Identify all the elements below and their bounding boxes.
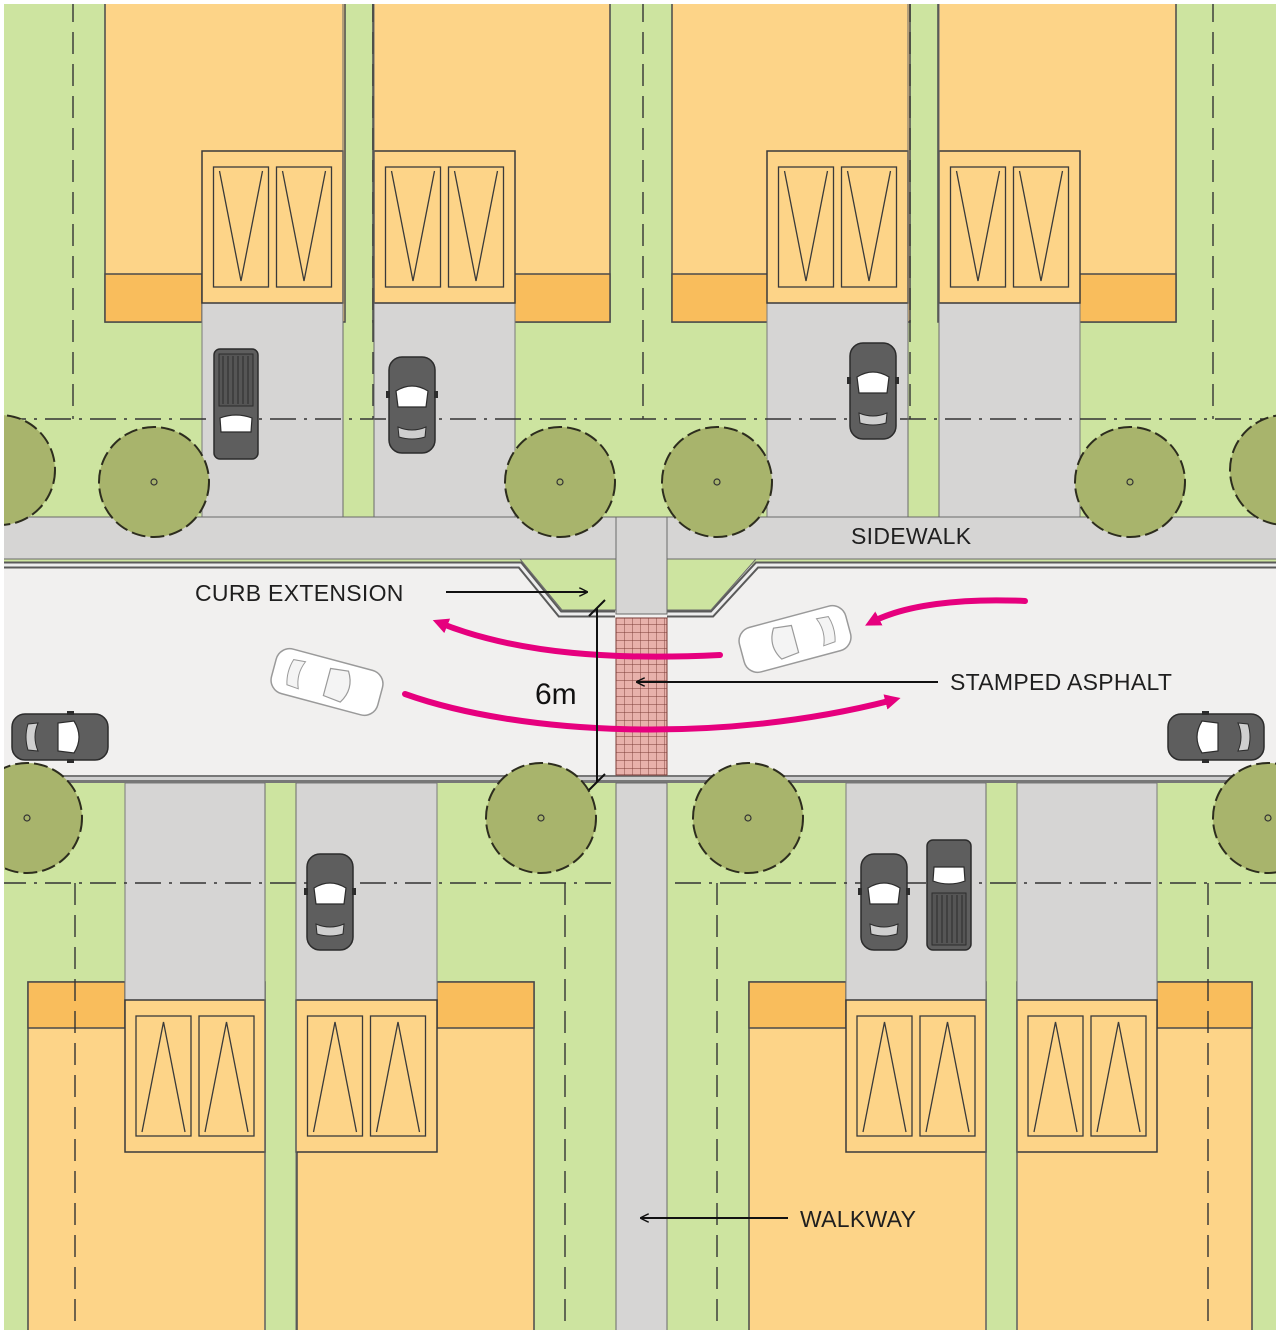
garage-door-mark bbox=[1018, 170, 1064, 282]
crossing-width-label: 6m bbox=[535, 678, 577, 711]
walkway-label: WALKWAY bbox=[800, 1206, 916, 1232]
car bbox=[11, 710, 109, 764]
traffic-arrows bbox=[402, 597, 1028, 733]
stamped-asphalt-label: STAMPED ASPHALT bbox=[950, 669, 1172, 695]
porch bbox=[1078, 273, 1177, 323]
garage-door-mark bbox=[846, 170, 892, 282]
driveway bbox=[124, 782, 266, 1002]
garage-door-mark bbox=[925, 1021, 970, 1133]
driveway bbox=[938, 302, 1081, 519]
garage-door-mark bbox=[218, 170, 264, 282]
pickup-truck bbox=[926, 839, 972, 951]
stamped-asphalt-crossing bbox=[615, 617, 668, 776]
tree bbox=[661, 426, 773, 538]
garage-door-mark bbox=[375, 1021, 421, 1133]
porch bbox=[512, 273, 611, 323]
sidewalk-label: SIDEWALK bbox=[851, 523, 972, 549]
garage-door-mark bbox=[204, 1021, 249, 1133]
garage-door-mark bbox=[783, 170, 829, 282]
arrow-westbound-inbound bbox=[865, 597, 1028, 626]
garage-door-mark bbox=[862, 1021, 907, 1133]
arrow-eastbound bbox=[402, 691, 901, 733]
tree bbox=[504, 426, 616, 538]
leader-lines bbox=[446, 592, 938, 1218]
car bbox=[303, 853, 357, 951]
garage-door-mark bbox=[390, 170, 436, 282]
curb-extension-label: CURB EXTENSION bbox=[195, 580, 404, 606]
garage-door-mark bbox=[955, 170, 1001, 282]
garage-door-mark bbox=[1096, 1021, 1141, 1133]
garage-door-mark bbox=[141, 1021, 186, 1133]
garage-door-mark bbox=[312, 1021, 358, 1133]
tree bbox=[1074, 426, 1186, 538]
tree bbox=[98, 426, 210, 538]
porch bbox=[671, 273, 770, 323]
car bbox=[857, 853, 911, 951]
porch bbox=[104, 273, 203, 323]
car bbox=[846, 342, 900, 440]
garage-doors-north bbox=[212, 166, 1070, 288]
pickup-truck bbox=[213, 348, 259, 460]
walkway-south bbox=[615, 782, 668, 1334]
garage-doors-south bbox=[135, 1015, 1147, 1137]
garage-door-mark bbox=[1033, 1021, 1078, 1133]
porch bbox=[436, 981, 535, 1029]
porch bbox=[1156, 981, 1253, 1029]
tree bbox=[485, 762, 597, 874]
garage-door-mark bbox=[453, 170, 499, 282]
porch bbox=[27, 981, 126, 1029]
lot-edges bbox=[264, 0, 1018, 1334]
porch bbox=[748, 981, 847, 1029]
car bbox=[1167, 710, 1265, 764]
car bbox=[385, 356, 439, 454]
walkway-north bbox=[615, 516, 668, 615]
garage-door-mark bbox=[281, 170, 327, 282]
driveway bbox=[1016, 782, 1158, 1002]
arrow-westbound bbox=[432, 618, 723, 660]
tree bbox=[692, 762, 804, 874]
crossing-width-dimension bbox=[588, 599, 606, 791]
